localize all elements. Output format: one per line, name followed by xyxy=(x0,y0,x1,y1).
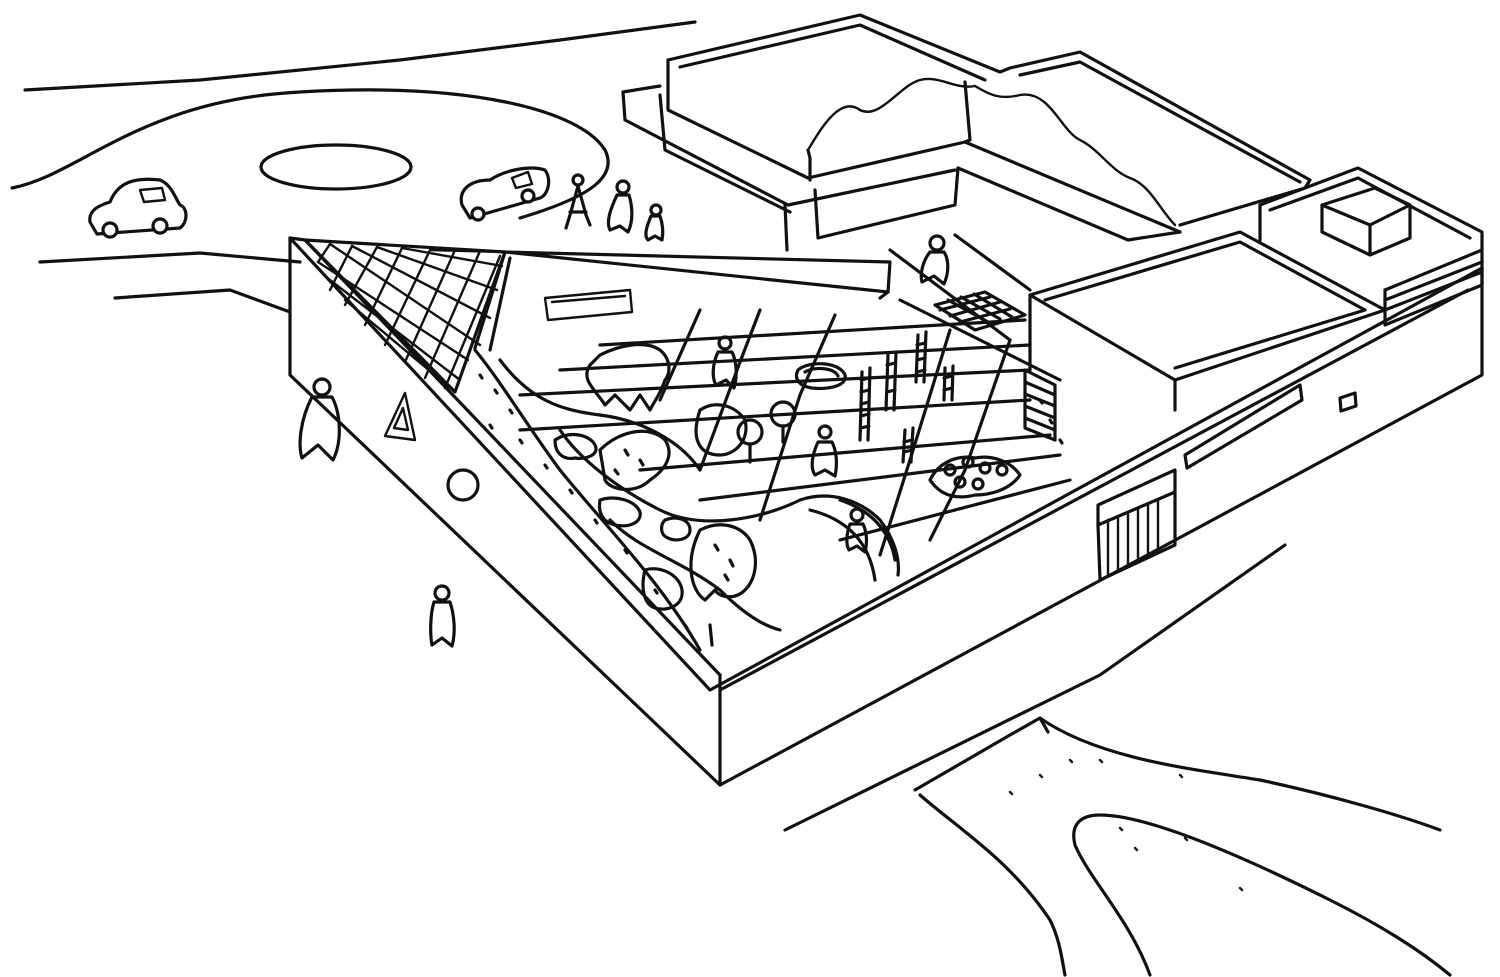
tile-patch xyxy=(933,290,1027,332)
figure xyxy=(919,234,950,286)
road-edge-mid xyxy=(38,251,302,264)
courtyard-stair xyxy=(1023,368,1057,442)
tree xyxy=(736,418,764,464)
roof-wave xyxy=(973,84,1177,227)
road-network xyxy=(10,20,697,314)
ladder xyxy=(901,426,915,464)
wall-round-window xyxy=(446,468,480,502)
fountain xyxy=(794,362,847,391)
road-edge-top xyxy=(23,20,697,92)
figure xyxy=(810,424,839,478)
blob-sculpture xyxy=(598,429,671,491)
courtyard-grid xyxy=(518,233,1072,557)
ladder xyxy=(884,350,898,412)
entrance-gate xyxy=(1096,468,1177,582)
wall-triangle-window xyxy=(383,391,417,442)
figure xyxy=(298,377,341,462)
river xyxy=(913,716,1452,977)
figure xyxy=(644,203,665,242)
wall-vent xyxy=(1338,391,1358,413)
tree xyxy=(708,623,714,647)
roof-wave xyxy=(806,77,977,152)
road-edge-lower xyxy=(113,288,292,314)
roundabout-island xyxy=(259,143,413,191)
slab-window xyxy=(543,288,634,322)
blob-sculpture xyxy=(689,523,758,602)
figure xyxy=(564,173,592,230)
car xyxy=(88,177,188,239)
tree xyxy=(769,400,797,444)
rooftop-box xyxy=(1320,186,1412,257)
figure xyxy=(606,179,634,234)
blob-sculpture xyxy=(585,343,671,412)
car xyxy=(459,166,551,222)
blob-sculpture xyxy=(694,403,748,457)
right-building xyxy=(1028,166,1484,470)
figure xyxy=(845,507,869,554)
glass-roof-grid xyxy=(303,238,507,394)
figure xyxy=(429,584,456,648)
floating-slab xyxy=(473,250,892,352)
road-edge-curve xyxy=(10,88,610,220)
ladder xyxy=(914,330,928,384)
wall-window xyxy=(1183,383,1304,470)
ground-lines xyxy=(783,543,1287,832)
main-building-wall xyxy=(288,236,1484,787)
courtyard-landscape xyxy=(473,343,1064,652)
crowd-group xyxy=(928,455,1022,499)
figure xyxy=(711,335,738,390)
upper-building-block xyxy=(621,13,1312,252)
ladder xyxy=(942,364,955,402)
ladder xyxy=(858,366,872,442)
